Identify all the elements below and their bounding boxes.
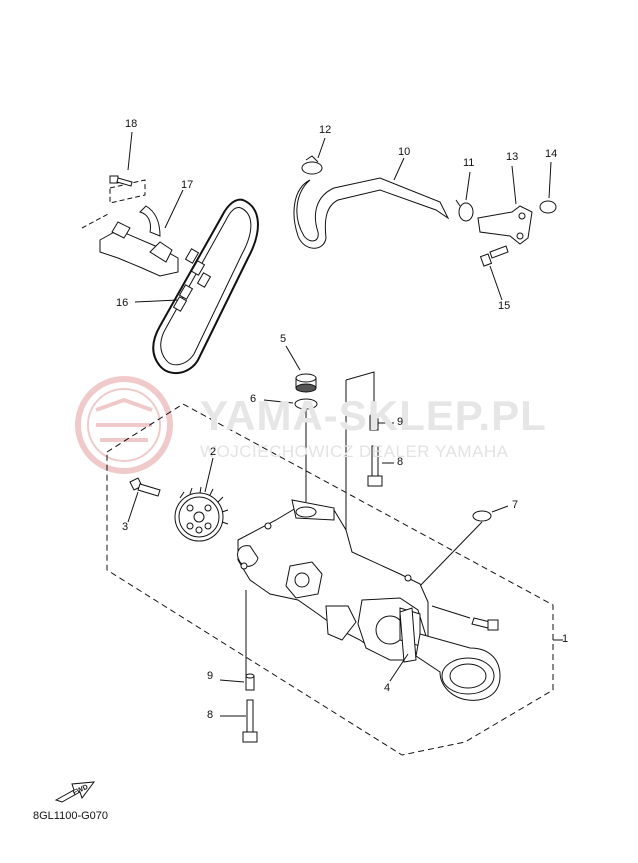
strainer-bolt — [471, 617, 499, 631]
callout-1: 1 — [562, 633, 569, 645]
bolt-3 — [129, 477, 161, 497]
watermark-subtitle: WOJCIECHOWICZ DEALER YAMAHA — [200, 442, 509, 461]
bolt-18 — [109, 175, 133, 187]
dowel-9-top — [369, 413, 379, 431]
callout-5: 5 — [280, 333, 287, 345]
callout-6: 6 — [250, 393, 257, 405]
callout-9-bottom: 9 — [207, 670, 214, 682]
gear-2 — [174, 486, 229, 542]
callout-12: 12 — [319, 124, 332, 136]
strainer-4 — [399, 607, 501, 701]
bolt-15 — [479, 245, 509, 267]
collar-5 — [295, 373, 317, 393]
callout-7: 7 — [512, 499, 519, 511]
watermark-title: YAMA-SKLEP.PL — [200, 392, 547, 439]
cam-chain-16 — [152, 198, 259, 375]
callout-16: 16 — [116, 297, 129, 309]
callout-15: 15 — [498, 300, 511, 312]
callout-18: 18 — [125, 118, 138, 130]
o-ring-7 — [472, 510, 492, 522]
callout-13: 13 — [506, 151, 519, 163]
oil-pump-body — [237, 499, 429, 661]
assembly-boundary — [106, 403, 554, 756]
callout-8-top: 8 — [397, 456, 404, 468]
callout-10: 10 — [398, 146, 411, 158]
callout-17: 17 — [181, 179, 194, 191]
o-ring-6 — [294, 398, 318, 410]
hose-10 — [293, 177, 450, 249]
clamp-12 — [301, 155, 323, 175]
chain-guide-17 — [99, 205, 179, 277]
callout-2: 2 — [210, 446, 217, 458]
diagram-code: 8GL1100-G070 — [33, 810, 109, 822]
callout-3: 3 — [122, 521, 129, 533]
callout-9-top: 9 — [397, 416, 404, 428]
callout-8-bottom: 8 — [207, 709, 214, 721]
callout-14: 14 — [545, 148, 558, 160]
bolt-8-bottom — [242, 699, 258, 743]
callout-4: 4 — [384, 682, 391, 694]
bolt-8-top — [367, 445, 383, 487]
callout-11: 11 — [463, 157, 475, 169]
dowel-9-bottom — [245, 673, 255, 691]
o-ring-14 — [539, 200, 557, 214]
watermark-logo — [75, 376, 173, 474]
joint-13 — [477, 205, 533, 245]
clamp-11 — [455, 199, 474, 222]
fwd-arrow-icon: FWD — [54, 781, 96, 803]
